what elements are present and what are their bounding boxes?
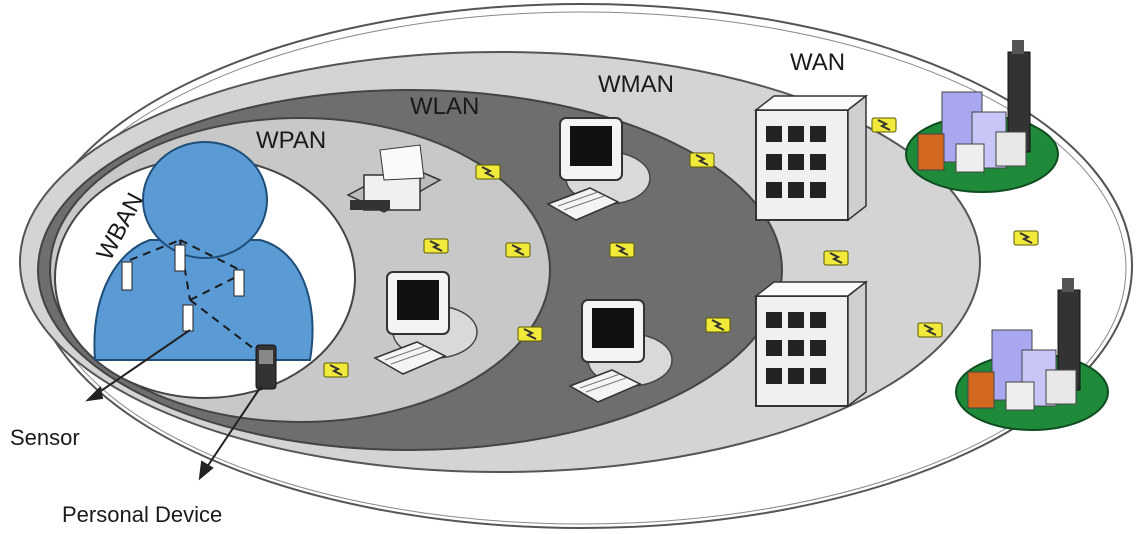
zone-label-wan: WAN: [790, 49, 845, 76]
callout-sensor: Sensor: [10, 425, 80, 450]
callout-arrows: [85, 329, 263, 481]
zone-label-wlan: WLAN: [410, 93, 479, 120]
zone-label-wpan: WPAN: [256, 127, 326, 154]
sensor-icon: [121, 244, 245, 332]
person-icon: [93, 141, 314, 361]
zone-label-wman: WMAN: [598, 71, 674, 98]
printer-icon: [346, 144, 442, 213]
personal-device-icon: [255, 344, 277, 390]
callout-personal-device: Personal Device: [62, 502, 222, 527]
